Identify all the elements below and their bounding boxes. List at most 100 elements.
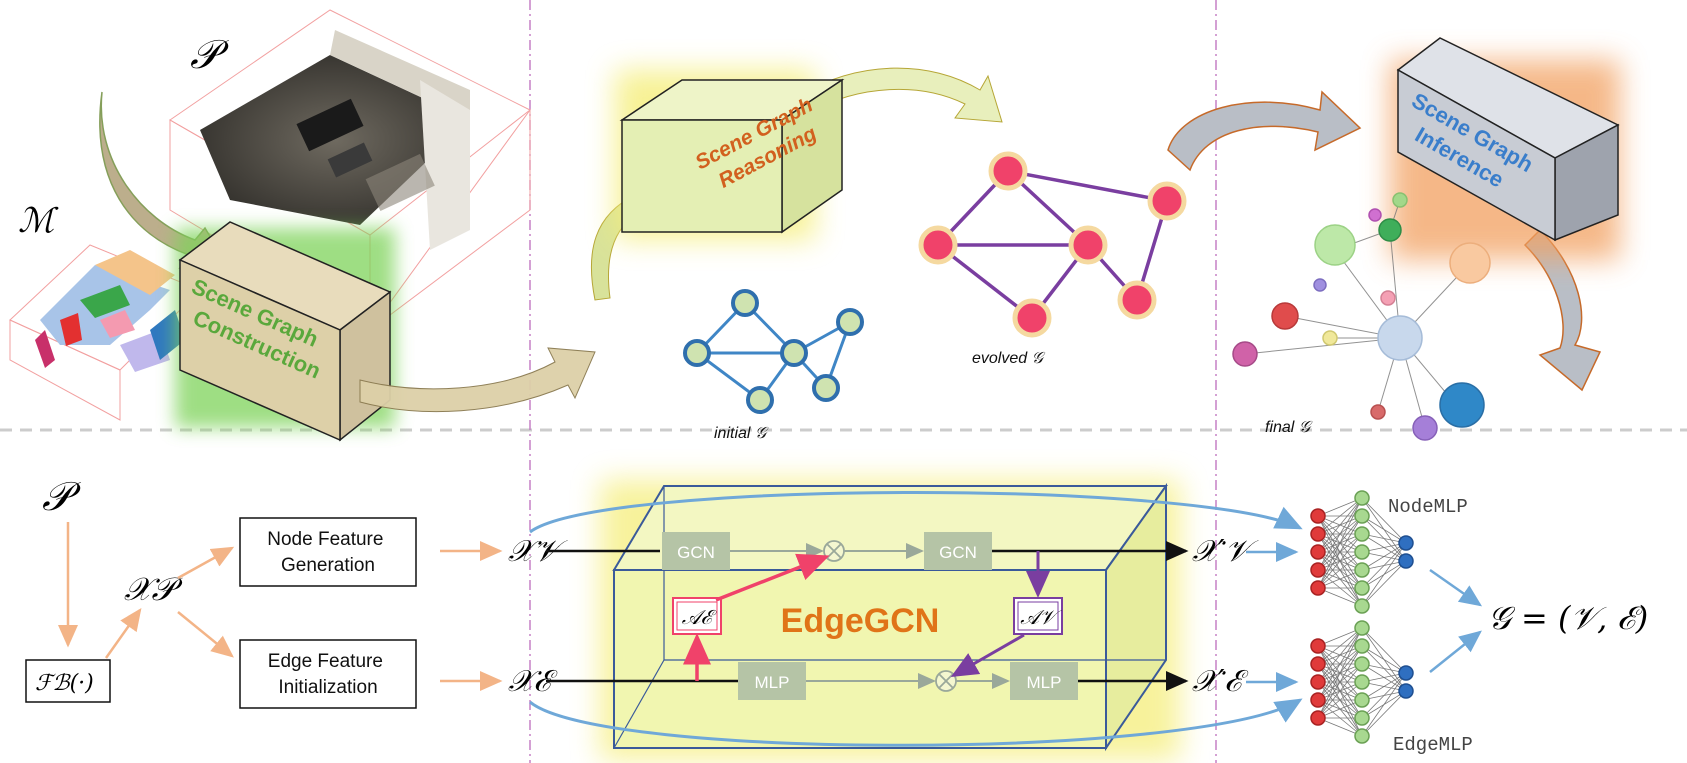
final-graph-nodes	[1232, 192, 1491, 441]
edge-skip-connection	[529, 698, 1303, 747]
room-mesh	[9, 244, 201, 421]
mlp-connection	[1317, 627, 1363, 719]
mlp-connection	[1361, 690, 1407, 737]
mlp-connection	[1317, 627, 1363, 665]
final-node	[1377, 315, 1423, 361]
initial-node	[683, 339, 711, 367]
mlp-neuron	[1354, 544, 1370, 560]
mlp-connection	[1317, 497, 1363, 517]
mlp-neuron	[1310, 562, 1326, 578]
room-point-cloud	[169, 9, 531, 331]
node-attention-box	[1013, 597, 1063, 635]
mesh-symbol: ℳ	[18, 201, 59, 241]
mlp1-label: MLP	[755, 673, 790, 692]
final-caption: final 𝒢	[1265, 417, 1313, 436]
edge-feature-line2: Initialization	[278, 677, 377, 698]
mlp-connection	[1317, 497, 1363, 535]
mlp-connection	[1361, 560, 1407, 607]
node-multiply-icon	[823, 540, 845, 562]
mlp-neuron	[1310, 674, 1326, 690]
graph-equation: 𝒢 = (𝒱, ℰ)	[1488, 599, 1648, 637]
arrow-edge-attn-to-node-mult	[715, 553, 830, 602]
mlp-neuron	[1354, 598, 1370, 614]
mlp-connection	[1317, 497, 1363, 589]
mlp-neuron	[1398, 553, 1414, 569]
mlp-neuron	[1354, 580, 1370, 596]
evolved-node	[1117, 280, 1157, 320]
mlp-connection	[1317, 497, 1363, 571]
mlp-connection	[1361, 515, 1407, 544]
evolved-node	[988, 151, 1028, 191]
final-node	[1378, 218, 1402, 242]
edge-mlp-label: EdgeMLP	[1393, 734, 1473, 756]
mlp-connection	[1361, 645, 1407, 674]
final-node	[1439, 382, 1485, 428]
edge-features-out-symbol: 𝒳′ℰ	[1192, 664, 1249, 699]
mlp-neuron	[1354, 620, 1370, 636]
evolved-caption: evolved 𝒢	[972, 348, 1046, 367]
mlp-neuron	[1354, 656, 1370, 672]
mlp-connection	[1317, 699, 1363, 719]
gcn2-label: GCN	[939, 543, 977, 562]
mlp-neuron	[1310, 544, 1326, 560]
final-node	[1380, 290, 1396, 306]
reasoning-block	[619, 78, 845, 234]
mlp-connection	[1317, 717, 1363, 737]
gcn1-label: GCN	[677, 543, 715, 562]
final-node	[1314, 224, 1356, 266]
final-node	[1368, 208, 1382, 222]
mlp-connection	[1361, 542, 1407, 607]
evolved-node	[918, 225, 958, 265]
mlp-neuron	[1310, 656, 1326, 672]
edge-mlp-network	[1310, 620, 1414, 744]
edge-feature-line1: Edge Feature	[268, 651, 383, 672]
inference-input-arrow	[1167, 90, 1362, 172]
mlp-neuron	[1354, 674, 1370, 690]
mlp-connection	[1361, 672, 1407, 719]
edge-feature-label: Edge Feature Initialization	[268, 651, 388, 698]
gcn2-box	[924, 532, 992, 570]
edge-attention-box	[672, 597, 722, 635]
final-node	[1370, 404, 1386, 420]
mlp-connection	[1317, 551, 1363, 589]
edge-attention-label: 𝒜ℰ	[682, 605, 717, 629]
mlp-connection	[1361, 542, 1407, 589]
final-node	[1392, 192, 1408, 208]
mlp-neuron	[1354, 728, 1370, 744]
backbone-box	[25, 659, 111, 703]
node-feature-line1: Node Feature	[267, 529, 383, 550]
mlp-connection	[1317, 627, 1363, 683]
arrow-backbone-to-features	[104, 607, 142, 659]
edgegcn-title: EdgeGCN	[781, 602, 940, 640]
node-mlp-label: NodeMLP	[1388, 496, 1468, 518]
node-skip-connection	[529, 490, 1303, 534]
mlp-neuron	[1398, 665, 1414, 681]
final-node	[1271, 302, 1299, 330]
arrow-features-to-edge	[177, 611, 234, 658]
final-node	[1412, 415, 1438, 441]
reasoning-output-arrow	[799, 67, 1003, 123]
initial-node	[780, 339, 808, 367]
arrow-node-attn-to-edge-mult	[950, 633, 1025, 677]
mlp-connection	[1317, 515, 1363, 589]
arrow-edgemlp-to-graph	[1429, 630, 1482, 673]
inference-block	[1396, 37, 1620, 242]
gcn1-box	[662, 532, 730, 570]
mlp-neuron	[1398, 683, 1414, 699]
mlp-neuron	[1354, 692, 1370, 708]
node-mlp-network	[1310, 490, 1414, 614]
mlp-connection	[1317, 587, 1363, 607]
evolved-node	[1012, 298, 1052, 338]
input-point-cloud-symbol: 𝒫	[42, 474, 82, 520]
mlp-connection	[1317, 569, 1363, 589]
point-features-symbol: 𝒳𝒫	[124, 570, 184, 608]
mlp2-box	[1010, 662, 1078, 700]
mlp-neuron	[1354, 562, 1370, 578]
mlp-neuron	[1310, 526, 1326, 542]
mlp-connection	[1361, 627, 1407, 674]
initial-graph-nodes	[683, 289, 864, 414]
mlp-neuron	[1310, 580, 1326, 596]
initial-node	[746, 386, 774, 414]
mlp-neuron	[1354, 490, 1370, 506]
